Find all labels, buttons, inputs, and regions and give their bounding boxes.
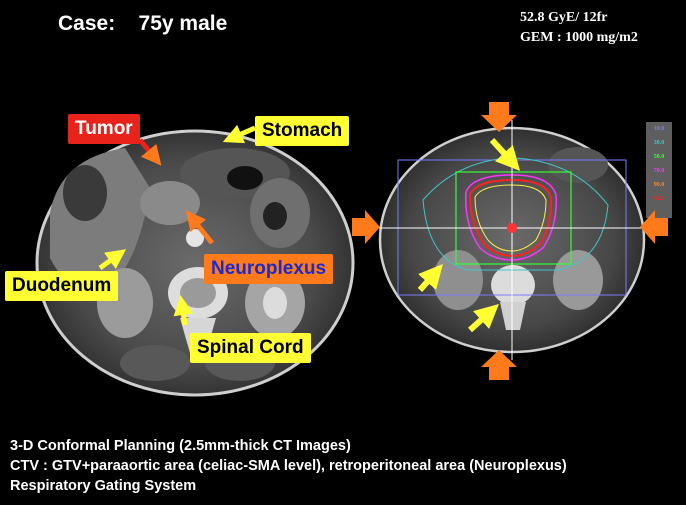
- legend-entry: 70.0: [653, 168, 665, 174]
- legend-entry: 30.0: [653, 140, 665, 146]
- legend-entry: 10.0: [653, 126, 665, 132]
- isodose-legend: 10.0 30.0 50.0 70.0 90.0 95.0: [646, 122, 672, 218]
- chemo-dose: GEM : 1000 mg/m2: [520, 30, 638, 45]
- ct-scan-plan: [378, 120, 646, 360]
- arrow-neuroplexus: [185, 210, 214, 245]
- beam-arrow-bottom: [481, 350, 517, 380]
- case-title: Case: 75y male: [58, 12, 228, 35]
- arrow-spinal-cord: [173, 295, 194, 326]
- arrow-plan-left: [417, 264, 443, 292]
- arrow-duodenum: [98, 249, 127, 271]
- footer-line-planning: 3-D Conformal Planning (2.5mm-thick CT I…: [10, 438, 351, 454]
- beam-arrow-left: [352, 210, 380, 244]
- beam-arrow-top: [481, 102, 517, 132]
- arrow-plan-spine: [467, 303, 499, 333]
- footer-line-ctv: CTV : GTV+paraaortic area (celiac-SMA le…: [10, 458, 567, 474]
- beam-arrow-right: [640, 210, 668, 244]
- arrow-stomach: [222, 124, 256, 144]
- legend-entry: 90.0: [653, 182, 665, 188]
- dose-info: 52.8 GyE/ 12fr GEM : 1000 mg/m2: [520, 8, 638, 48]
- label-spinal-cord: Spinal Cord: [190, 333, 311, 363]
- legend-entry: 95.0: [653, 196, 665, 202]
- label-stomach: Stomach: [255, 116, 350, 146]
- ct-scan-left: [35, 129, 355, 397]
- footer-notes: 3-D Conformal Planning (2.5mm-thick CT I…: [10, 436, 567, 496]
- label-tumor: Tumor: [68, 114, 140, 144]
- legend-entry: 50.0: [653, 154, 665, 160]
- footer-line-gating: Respiratory Gating System: [10, 478, 197, 494]
- arrow-plan-upper: [489, 137, 521, 171]
- arrow-tumor: [138, 138, 162, 166]
- dose-fractionation: 52.8 GyE/ 12fr: [520, 10, 608, 25]
- label-neuroplexus: Neuroplexus: [204, 254, 334, 284]
- label-duodenum: Duodenum: [5, 271, 119, 301]
